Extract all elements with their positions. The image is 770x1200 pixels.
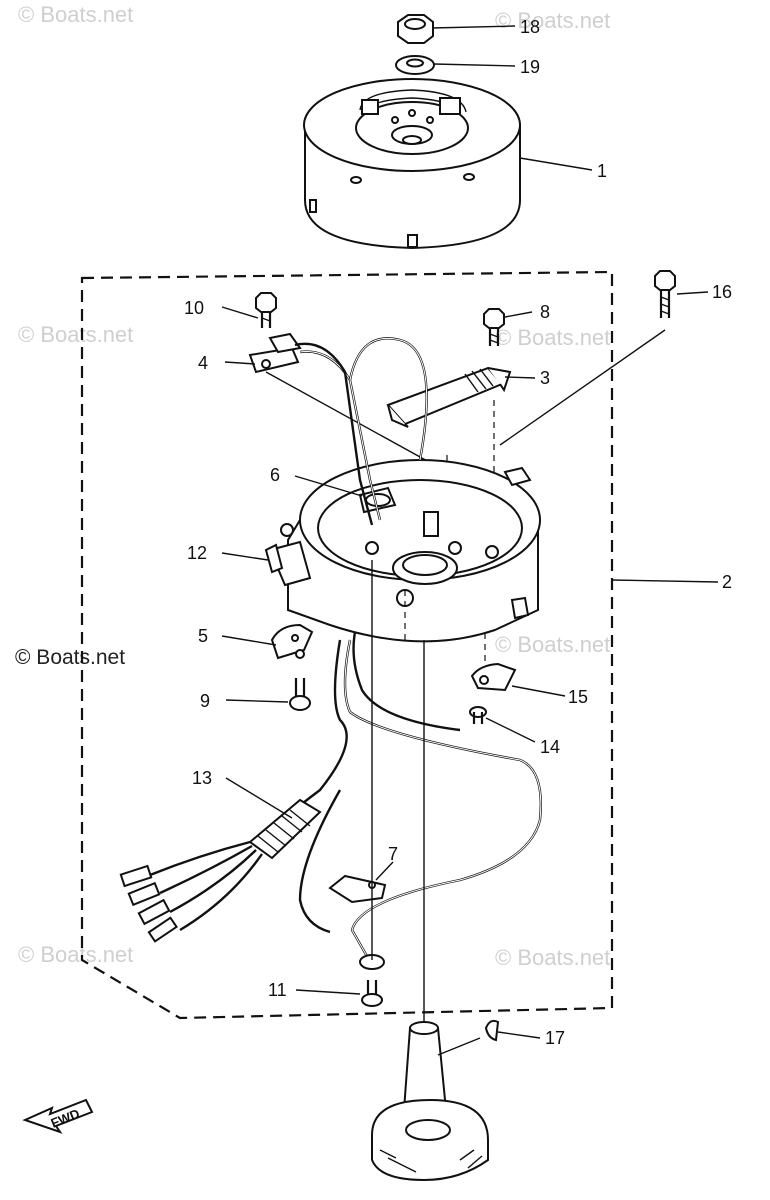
watermark-top-left: © Boats.net — [18, 2, 133, 27]
callout-4: 4 — [198, 353, 208, 373]
part-11-screw — [361, 980, 383, 1007]
watermark-top-right: © Boats.net — [495, 8, 610, 33]
part-15-clamp — [470, 662, 517, 692]
callout-8: 8 — [540, 302, 550, 322]
part-17-key — [484, 1019, 500, 1042]
callout-18: 18 — [520, 17, 540, 37]
fwd-arrow: FWD — [22, 1098, 94, 1134]
callout-14: 14 — [540, 737, 560, 757]
callout-17: 17 — [545, 1028, 565, 1048]
assembly-outline-part-2 — [80, 270, 614, 1020]
callout-5: 5 — [198, 626, 208, 646]
part-16-bolt — [654, 270, 676, 318]
part-12-bracket — [264, 543, 284, 574]
part-3-coil — [386, 366, 512, 428]
callout-1: 1 — [597, 161, 607, 181]
part-9-screw — [289, 678, 311, 711]
part-10-bolt — [255, 292, 277, 328]
callout-9: 9 — [200, 691, 210, 711]
part-4-clamp — [248, 332, 302, 374]
callout-13: 13 — [192, 768, 212, 788]
fwd-label: FWD — [49, 1106, 82, 1131]
part-18-nut — [397, 14, 434, 44]
watermark-dark: © Boats.net — [15, 646, 125, 669]
watermark-mid-left: © Boats.net — [18, 322, 133, 347]
callout-11: 11 — [268, 980, 287, 1000]
callout-12: 12 — [187, 543, 207, 563]
callout-2: 2 — [722, 572, 732, 592]
watermark-mid-right: © Boats.net — [495, 325, 610, 350]
watermark-center-right: © Boats.net — [495, 632, 610, 657]
part-1-flywheel — [303, 78, 521, 250]
callout-19: 19 — [520, 57, 540, 77]
crankshaft — [371, 1021, 489, 1182]
callout-6: 6 — [270, 465, 280, 485]
part-14-screw — [469, 706, 487, 724]
callout-7: 7 — [388, 844, 398, 864]
part-5-bracket — [270, 623, 314, 660]
callout-3: 3 — [540, 368, 550, 388]
watermark-bottom-right: © Boats.net — [495, 945, 610, 970]
part-19-washer — [395, 55, 435, 75]
watermark-bottom-left: © Boats.net — [18, 942, 133, 967]
part-8-bolt — [483, 308, 505, 346]
callout-10: 10 — [184, 298, 204, 318]
callout-15: 15 — [568, 687, 588, 707]
callout-16: 16 — [712, 282, 732, 302]
